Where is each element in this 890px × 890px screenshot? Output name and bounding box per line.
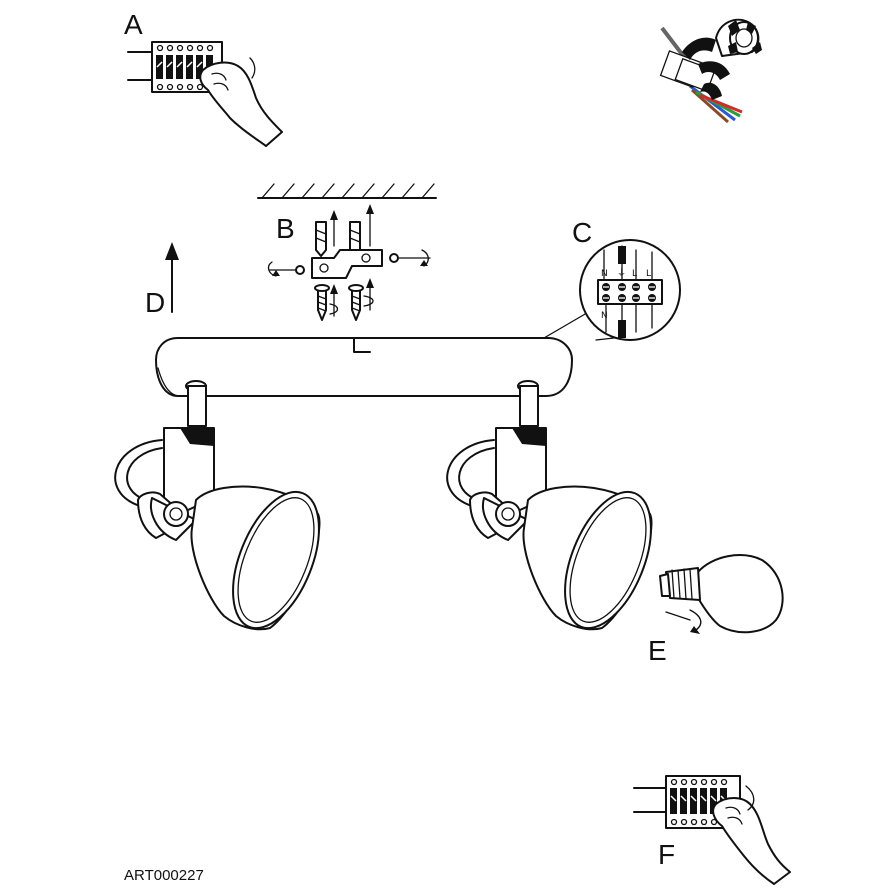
terminal-block-icon: N ⏚ L N L: [543, 239, 681, 341]
terminal-n-right: N: [601, 311, 608, 321]
ceiling-mount-icon: [257, 183, 437, 321]
terminal-n-left: N: [601, 269, 608, 279]
step-e-label: E: [648, 635, 667, 666]
step-c-label: C: [572, 217, 592, 248]
step-a-label: A: [124, 9, 143, 40]
circuit-breaker-off-icon: [127, 41, 283, 147]
step-b-label: B: [276, 213, 295, 244]
lamp-base-plate: [155, 337, 573, 397]
article-code: ART000227: [124, 867, 204, 884]
spotlight-right: [446, 380, 653, 631]
step-d-label: D: [145, 287, 165, 318]
terminal-l-right: L: [646, 269, 651, 279]
light-bulb-icon: [659, 554, 784, 634]
terminal-l-left: L: [632, 269, 637, 279]
lift-arrow-icon: [165, 242, 179, 313]
spotlight-left: [114, 380, 321, 631]
step-f-label: F: [658, 839, 675, 870]
terminal-earth: ⏚: [617, 268, 626, 279]
wire-tape-icon: [659, 18, 762, 124]
circuit-breaker-on-icon: [633, 775, 791, 885]
